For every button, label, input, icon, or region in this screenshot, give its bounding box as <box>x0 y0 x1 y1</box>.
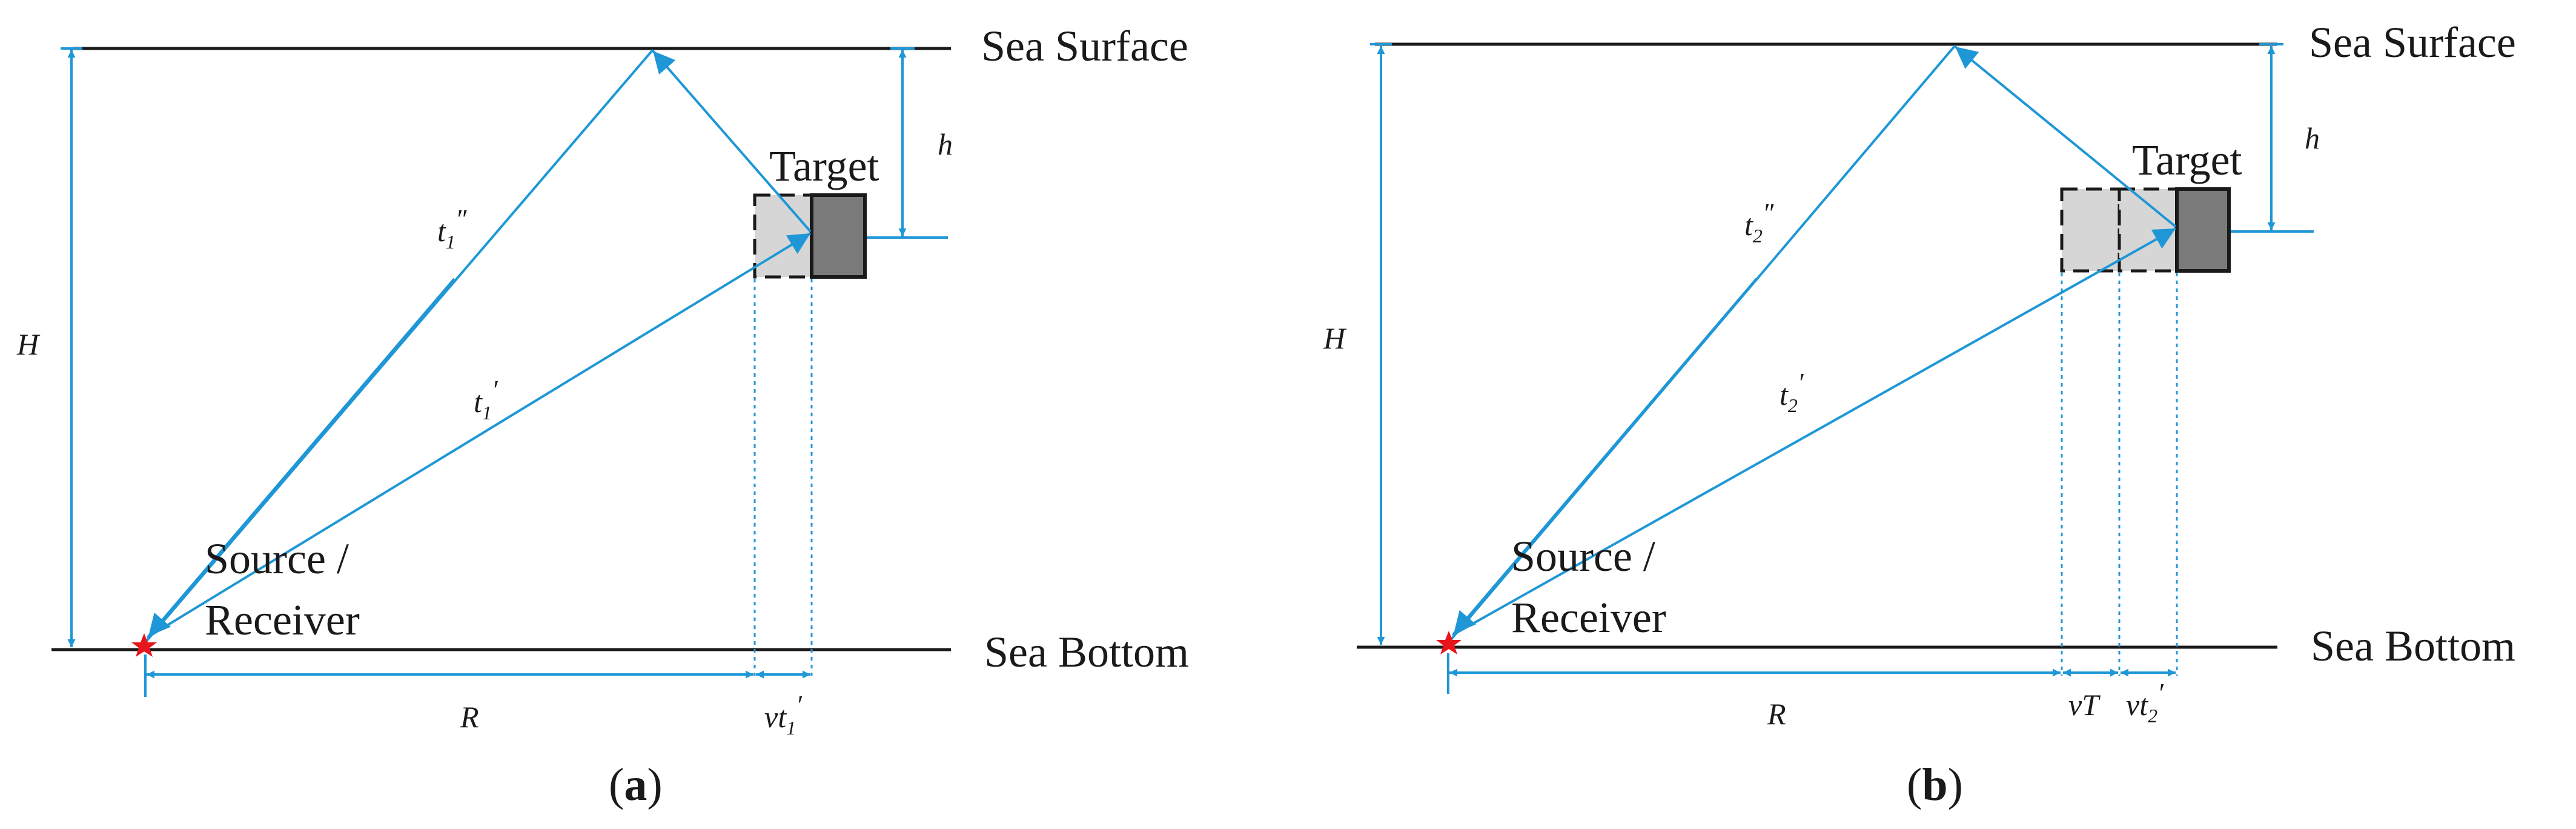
shift-label: vt2′ <box>2126 678 2164 727</box>
source-label: Source / <box>1511 532 1655 581</box>
target-label: Target <box>769 142 879 190</box>
target-depth-label: h <box>2305 121 2320 155</box>
target-label: Target <box>2132 136 2242 184</box>
panel-b: Sea Surface Sea Bottom H h Target Source… <box>1323 18 2516 810</box>
ray-return-to-source <box>147 278 455 638</box>
range-label: R <box>460 700 479 734</box>
ray-direct-to-target <box>1452 227 2176 636</box>
target-box <box>810 193 867 279</box>
depth-label: H <box>16 327 41 361</box>
direct-path-label: t1′ <box>474 375 498 424</box>
source-star-icon <box>1436 631 1462 654</box>
surface-path-label: t1″ <box>437 204 467 253</box>
target-depth-label: h <box>938 127 953 161</box>
sea-surface-label: Sea Surface <box>981 22 1188 70</box>
ray-direct-to-target <box>146 232 812 639</box>
surface-path-label: t2″ <box>1744 198 1774 247</box>
ray-return-to-source <box>1452 278 1758 635</box>
caption-a: (a) <box>609 759 663 810</box>
sea-surface-label: Sea Surface <box>2309 18 2516 67</box>
sea-bottom-label: Sea Bottom <box>984 628 1189 676</box>
caption-b: (b) <box>1907 759 1963 810</box>
direct-path-label: t2′ <box>1780 368 1804 416</box>
target-ghost-box <box>753 193 813 279</box>
panel-a: Sea Surface Sea Bottom H h Target Source… <box>16 22 1189 810</box>
depth-label: H <box>1323 321 1347 355</box>
source-label: Source / <box>205 534 349 583</box>
sea-bottom-label: Sea Bottom <box>2311 622 2515 670</box>
source-star-icon <box>131 633 157 657</box>
ray-surface-to-target <box>1954 45 2177 228</box>
range-label: R <box>1767 697 1786 731</box>
receiver-label: Receiver <box>205 596 360 644</box>
target-ghost-box-1 <box>2060 187 2121 273</box>
target-ghost-box-2 <box>2117 187 2179 273</box>
target-box <box>2175 187 2231 273</box>
shift-label: vt1′ <box>764 690 803 739</box>
ray-source-to-surface <box>144 48 654 644</box>
motion-label: vT <box>2068 688 2101 722</box>
receiver-label: Receiver <box>1511 593 1666 642</box>
ray-surface-to-target <box>652 50 812 233</box>
